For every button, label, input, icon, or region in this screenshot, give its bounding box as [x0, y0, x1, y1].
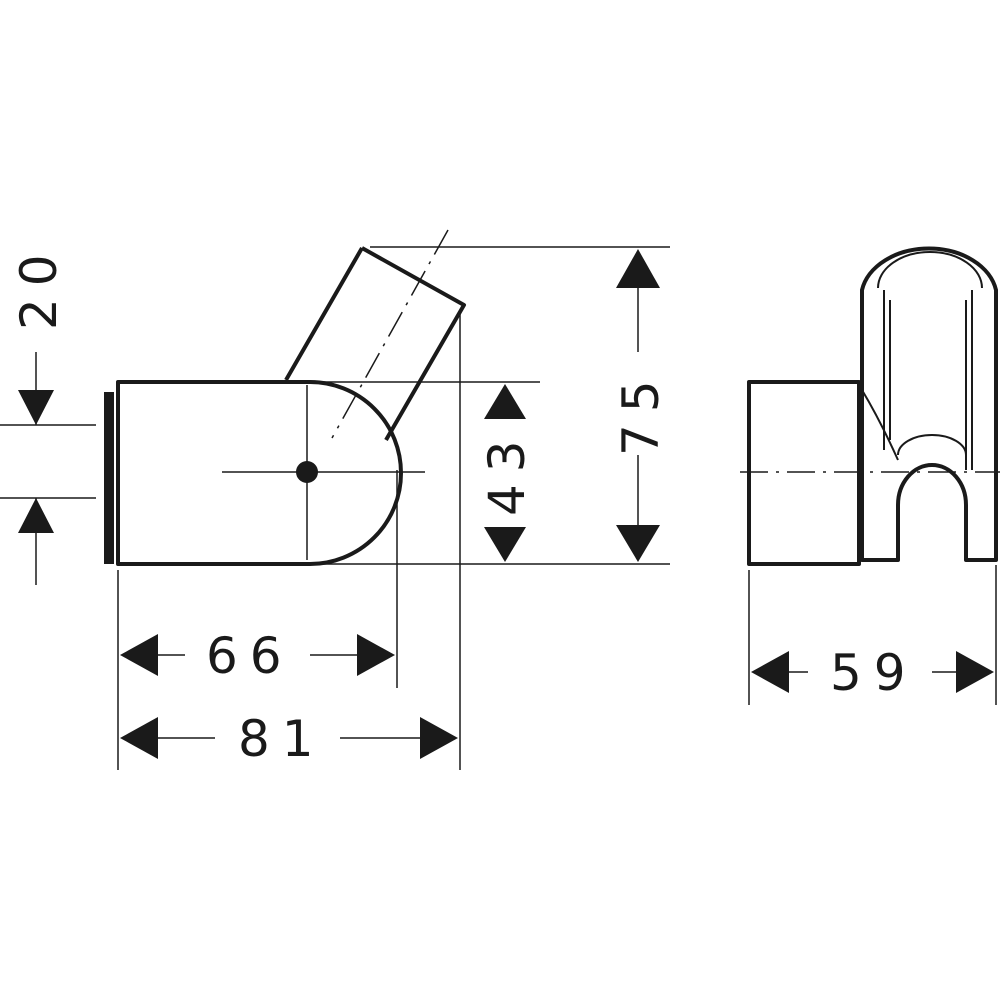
dimension-20: 20: [0, 242, 96, 585]
arrow-66-right: [357, 634, 395, 676]
label-59: 59: [830, 644, 918, 702]
arrow-20-down: [18, 390, 54, 425]
arrow-20-up: [18, 498, 54, 533]
flange-outline: [747, 380, 861, 566]
arrow-75-up: [616, 249, 660, 288]
front-view: [740, 246, 1000, 566]
dimension-81: 81: [120, 310, 461, 770]
tube-centerline: [331, 229, 449, 439]
label-75: 75: [612, 368, 670, 456]
arrow-59-right: [956, 651, 994, 693]
dimension-66: 66: [117, 470, 398, 770]
arrow-59-left: [751, 651, 789, 693]
holder-body-outline: [116, 380, 403, 566]
arrow-43-up: [484, 384, 526, 419]
arrow-75-down: [616, 525, 660, 562]
label-66: 66: [206, 627, 294, 685]
arrow-43-down: [484, 527, 526, 562]
dimension-75: 75: [370, 246, 670, 562]
holder-front-outline: [860, 246, 998, 562]
inner-left-sweep: [861, 389, 899, 461]
side-view: [104, 229, 466, 566]
arrow-81-left: [120, 717, 158, 759]
inner-cradle-curve: [897, 434, 967, 456]
dimension-43: 43: [300, 381, 670, 565]
label-20: 20: [10, 242, 68, 330]
wall-plate-edge: [104, 392, 114, 564]
label-43: 43: [478, 428, 536, 516]
arrow-81-right: [420, 717, 458, 759]
pivot-point: [296, 461, 318, 483]
inner-top-rim: [877, 251, 983, 289]
label-81: 81: [238, 710, 326, 768]
angled-tube-outline: [284, 246, 466, 442]
arrow-66-left: [120, 634, 158, 676]
dimension-59: 59: [748, 565, 997, 705]
